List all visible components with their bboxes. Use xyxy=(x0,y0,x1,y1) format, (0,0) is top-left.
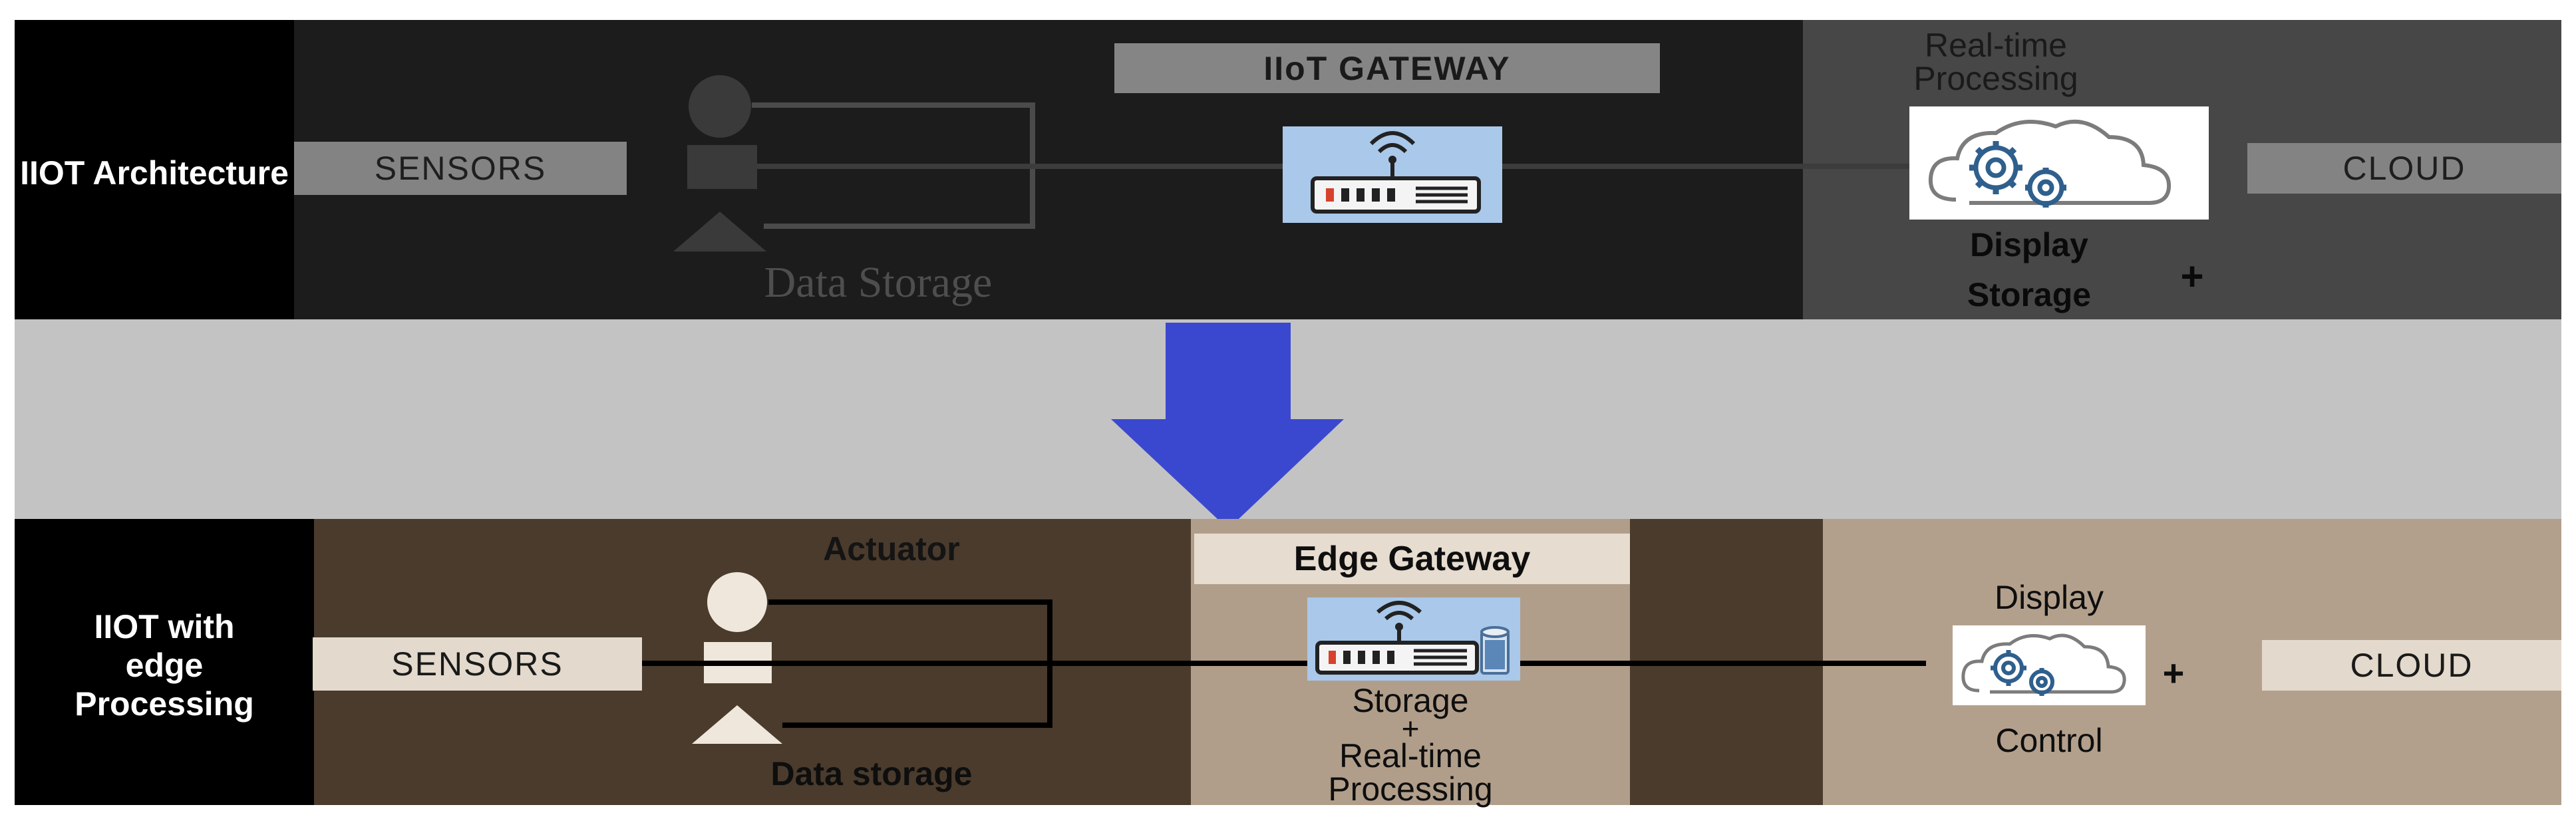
top-cloud-label: CLOUD xyxy=(2247,143,2561,194)
bottom-gateway-caption-line1: Storage xyxy=(1352,681,1469,719)
top-sidebar xyxy=(15,20,294,319)
bottom-edge-gateway-label: Edge Gateway xyxy=(1194,534,1630,584)
top-plus-sign: + xyxy=(2180,253,2204,299)
top-storage-label: Storage xyxy=(1967,275,2092,313)
bottom-cloud-label: CLOUD xyxy=(2262,640,2561,691)
top-sensors-label: SENSORS xyxy=(294,142,627,195)
bottom-plus-sign: + xyxy=(2162,651,2185,694)
bottom-data-storage-label: Data storage xyxy=(770,755,973,792)
bottom-cloud-gears-icon xyxy=(1953,625,2146,705)
bottom-control-label: Control xyxy=(1995,721,2103,759)
bottom-sidebar-title: IIOT with edge Processing xyxy=(75,608,254,723)
top-data-storage-label: Data Storage xyxy=(764,258,993,307)
top-router-icon xyxy=(1283,126,1502,223)
top-sidebar-title: IIOT Architecture xyxy=(20,154,289,192)
bottom-gateway-caption-line4: Processing xyxy=(1328,770,1493,808)
top-display-label: Display xyxy=(1970,226,2088,263)
top-cloud-gears-icon xyxy=(1909,106,2209,220)
bottom-router-icon xyxy=(1307,597,1520,681)
bottom-gateway-caption-line3: Real-time xyxy=(1339,737,1482,774)
top-realtime-label-line2: Processing xyxy=(1913,59,2078,97)
bottom-display-label: Display xyxy=(1995,578,2104,616)
bottom-sensors-label: SENSORS xyxy=(313,637,642,691)
bottom-gateway-caption-line2: + xyxy=(1401,711,1420,746)
bottom-sidebar xyxy=(15,519,314,805)
top-realtime-label-line1: Real-time xyxy=(1925,26,2067,64)
top-gateway-label: IIoT GATEWAY xyxy=(1114,43,1660,93)
bottom-actuator-label: Actuator xyxy=(823,530,960,568)
